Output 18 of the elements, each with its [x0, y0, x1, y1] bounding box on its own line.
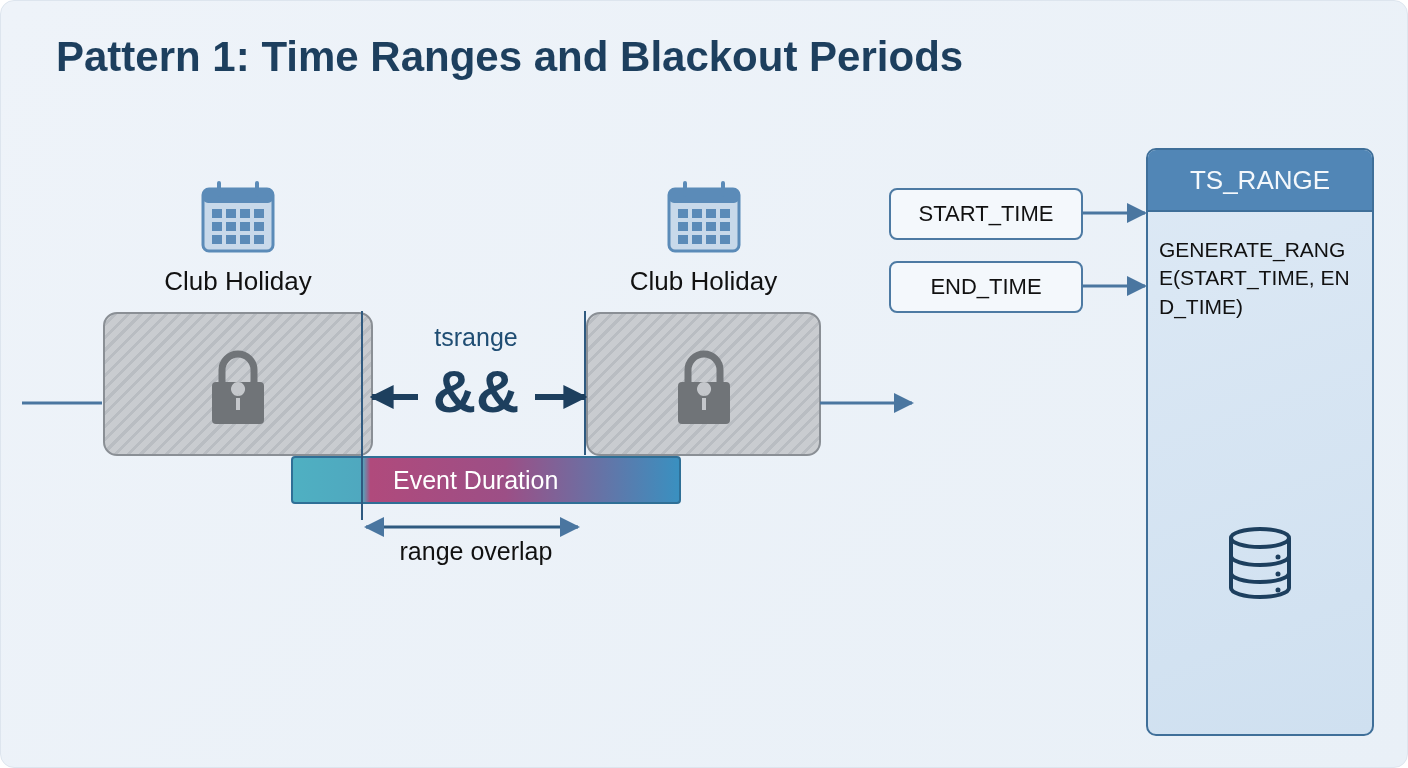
input-box: START_TIME [889, 188, 1083, 240]
heading: Club Holiday [163, 266, 313, 297]
panel-header: TS_RANGE [1148, 150, 1372, 212]
timeline-line [22, 401, 102, 405]
input-box: END_TIME [889, 261, 1083, 313]
operator-label: tsrange [433, 323, 519, 352]
title: Pattern 1: Time Ranges and Blackout Periods [56, 33, 964, 81]
dimension-label: range overlap [398, 537, 554, 566]
arrow [1082, 276, 1147, 296]
heading: Club Holiday [628, 266, 779, 297]
operator-symbol: && [431, 357, 521, 426]
arrow [1082, 203, 1147, 223]
arrow [369, 385, 418, 409]
arrow [820, 393, 914, 413]
duration-bar: Event Duration [291, 456, 681, 504]
table-panel [1146, 148, 1374, 736]
arrow [535, 385, 588, 409]
function-text: GENERATE_RANGE(START_TIME, END_TIME) [1159, 237, 1351, 321]
